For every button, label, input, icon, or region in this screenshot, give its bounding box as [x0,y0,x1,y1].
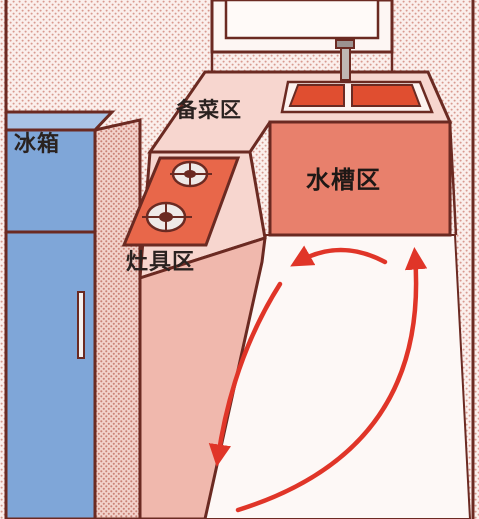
sink-basin-left [288,84,345,107]
sink-basins [280,80,434,114]
window [210,0,394,54]
left-cabinet-side [93,118,142,519]
zone-label-sink: 水槽区 [306,166,381,194]
fridge-handle [77,291,85,359]
fridge-top [4,110,116,132]
sink-basin-right [351,84,422,107]
workflow-arrows [208,245,428,513]
burner-front [142,201,192,233]
fridge [4,110,116,519]
arrow-down-left [208,281,283,467]
zone-label-prep: 备菜区 [176,98,242,122]
faucet [335,39,355,81]
arrow-sink-to-stove [290,245,388,267]
arrow-loop-up [235,247,428,513]
zone-label-stove: 灶具区 [126,250,196,275]
sink-cabinet [268,120,452,237]
zone-label-fridge: 冰箱 [14,132,61,157]
burner-back [170,160,212,188]
stove [121,156,241,247]
